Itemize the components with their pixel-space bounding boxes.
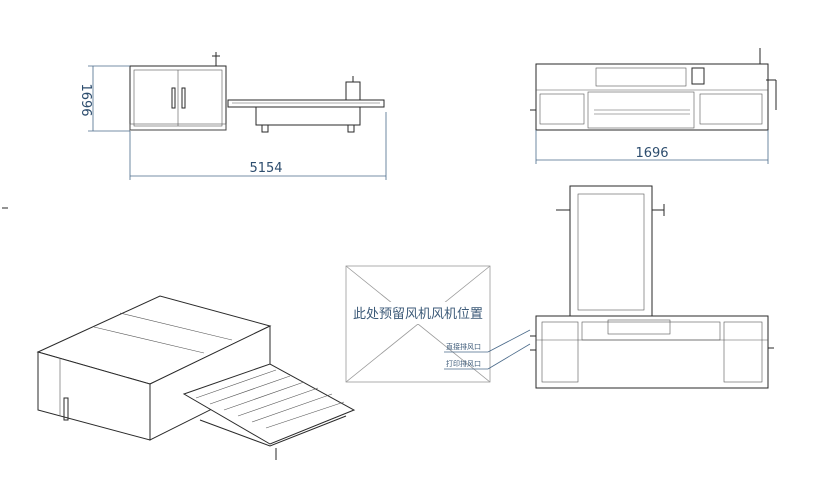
- callout-upper-label: 直接排风口: [446, 342, 481, 351]
- top-view: [530, 185, 774, 389]
- placeholder-label: 此处预留风机风机位置: [353, 307, 483, 322]
- side-view: [129, 52, 385, 133]
- placeholder-label-bg: [348, 302, 488, 324]
- callout-lower-label: 打印排风口: [446, 359, 481, 368]
- front-view: [530, 48, 777, 131]
- callout-leaders: [444, 329, 531, 370]
- side-length-label: 5154: [249, 161, 282, 176]
- side-dimensions: [88, 65, 387, 180]
- isometric-view: [36, 295, 356, 460]
- front-width-label: 1696: [635, 146, 668, 161]
- side-height-label: 1696: [78, 83, 93, 116]
- front-dimensions: [535, 130, 769, 164]
